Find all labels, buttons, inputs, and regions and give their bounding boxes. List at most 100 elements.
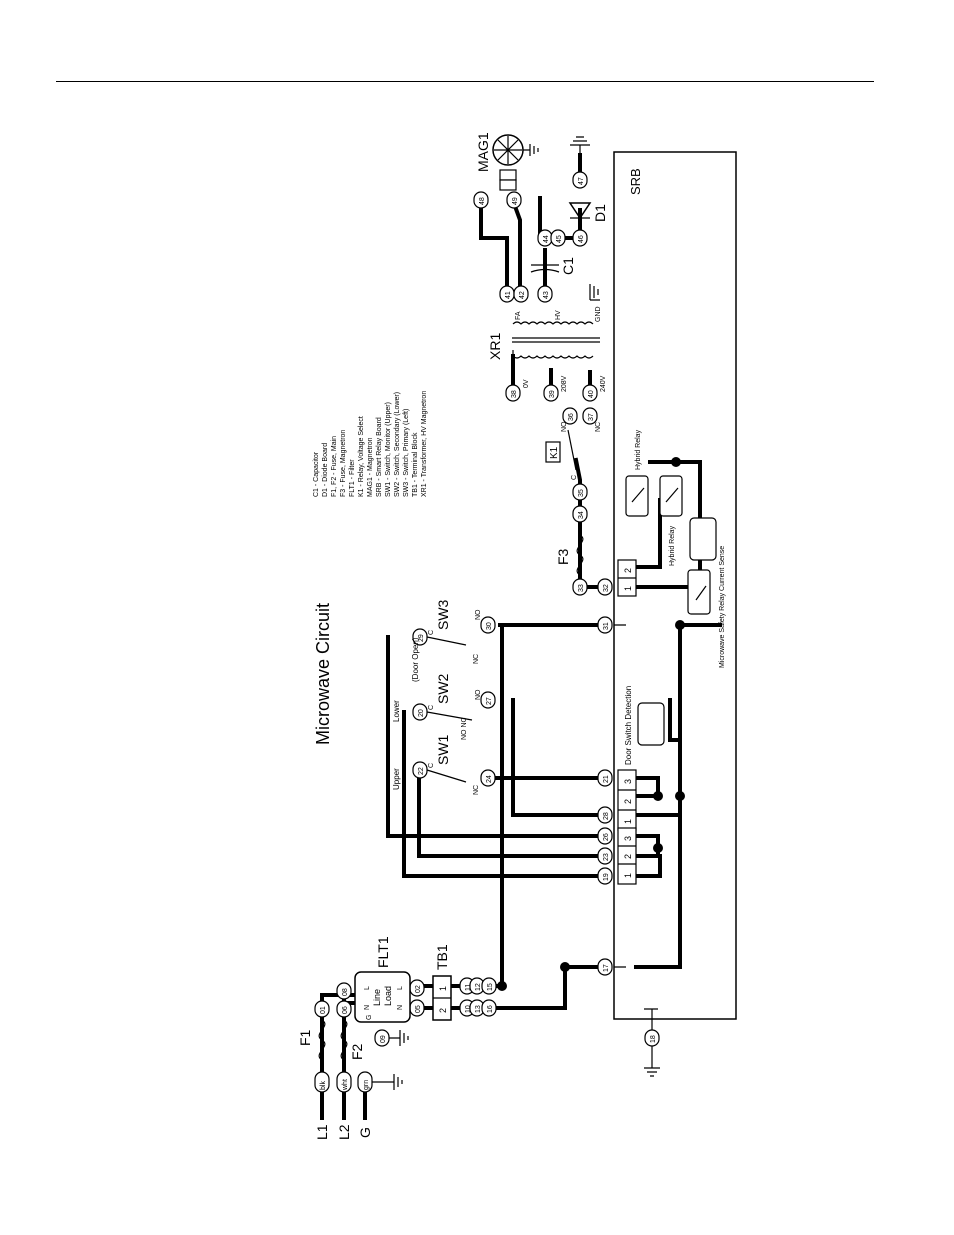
tb1-terminal: 2 bbox=[438, 1008, 448, 1013]
wire-tag: 06 bbox=[336, 1000, 352, 1018]
svg-text:blk: blk bbox=[320, 1081, 327, 1090]
wire-tag: grn bbox=[357, 1071, 373, 1093]
sw2-no-nc: NO NC bbox=[461, 717, 468, 740]
ground-icon bbox=[589, 284, 600, 301]
wire-tag: wht bbox=[336, 1071, 352, 1093]
switch-sw1 bbox=[426, 769, 467, 783]
wire-tag: 15 bbox=[481, 977, 497, 995]
magnetron-mag1 bbox=[492, 134, 524, 191]
wire-tag: 21 bbox=[597, 769, 613, 787]
tb1-terminal: 1 bbox=[438, 986, 448, 991]
svg-text:20: 20 bbox=[418, 709, 425, 717]
sw1-c: C bbox=[428, 763, 435, 768]
svg-text:37: 37 bbox=[588, 413, 595, 421]
wire-tag: 32 bbox=[597, 578, 613, 596]
svg-text:15: 15 bbox=[487, 983, 494, 991]
wire-tag: 18 bbox=[644, 1029, 660, 1047]
svg-text:27: 27 bbox=[486, 697, 493, 705]
svg-text:23: 23 bbox=[603, 853, 610, 861]
svg-text:34: 34 bbox=[578, 511, 585, 519]
tb1-label: TB1 bbox=[434, 944, 450, 970]
svg-text:35: 35 bbox=[578, 489, 585, 497]
fuse-f3-label: F3 bbox=[555, 548, 571, 565]
svg-text:2: 2 bbox=[623, 568, 633, 573]
wire-tag: 33 bbox=[572, 578, 588, 596]
flt1-n-in: N bbox=[364, 1005, 371, 1010]
svg-text:1: 1 bbox=[623, 873, 633, 878]
door-switch-detection-module bbox=[637, 702, 665, 746]
diode-d1 bbox=[568, 202, 592, 220]
connector-block: 2 1 bbox=[617, 559, 637, 597]
flt1-l-out: L bbox=[397, 986, 404, 990]
srb-label: SRB bbox=[628, 168, 643, 195]
c1-label: C1 bbox=[560, 257, 576, 275]
svg-text:49: 49 bbox=[512, 197, 519, 205]
fuse-f1 bbox=[318, 1019, 326, 1061]
wire-tag: 30 bbox=[480, 616, 496, 634]
svg-text:31: 31 bbox=[603, 622, 610, 630]
page-top-rule bbox=[56, 81, 874, 82]
svg-text:30: 30 bbox=[486, 622, 493, 630]
svg-text:05: 05 bbox=[415, 1005, 422, 1013]
xr1-208v: 208V bbox=[561, 375, 568, 392]
legend-line: TB1 - Terminal Block bbox=[412, 432, 419, 497]
svg-text:22: 22 bbox=[418, 767, 425, 775]
xr1-hv: HV bbox=[555, 310, 562, 320]
ground-icon bbox=[570, 136, 590, 155]
sw2-label: SW2 bbox=[435, 673, 451, 704]
junctions bbox=[497, 457, 685, 991]
legend-line: FLT1 - Filter bbox=[349, 459, 356, 497]
svg-text:33: 33 bbox=[578, 584, 585, 592]
svg-text:32: 32 bbox=[603, 584, 610, 592]
sw1-label: SW1 bbox=[435, 734, 451, 765]
svg-text:36: 36 bbox=[568, 413, 575, 421]
input-l2: L2 bbox=[336, 1124, 352, 1140]
sw2-door-open: (Door Open) bbox=[411, 637, 420, 682]
svg-text:42: 42 bbox=[519, 291, 526, 299]
capacitor-c1 bbox=[530, 264, 560, 273]
sw3-no: NO bbox=[475, 609, 482, 620]
svg-text:01: 01 bbox=[320, 1006, 327, 1014]
legend-line: C1 - Capacitor bbox=[313, 451, 320, 497]
transformer-xr1 bbox=[512, 321, 600, 359]
wire-tag: 48 bbox=[473, 191, 489, 209]
k1-nc: NC bbox=[595, 422, 602, 432]
switch-sw3 bbox=[426, 636, 467, 646]
wire-tag: 23 bbox=[597, 847, 613, 865]
connector-block: 3 2 1 bbox=[617, 827, 637, 885]
svg-text:38: 38 bbox=[511, 390, 518, 398]
board-tick bbox=[614, 624, 658, 1030]
lower-label: Lower bbox=[392, 700, 401, 722]
svg-text:40: 40 bbox=[588, 390, 595, 398]
wire-tag: 46 bbox=[572, 229, 588, 247]
sw1-nc: NC bbox=[473, 785, 480, 795]
input-l1: L1 bbox=[314, 1124, 330, 1140]
wire-tag: 09 bbox=[374, 1029, 390, 1047]
k1-c: C bbox=[571, 475, 578, 480]
svg-text:21: 21 bbox=[603, 775, 610, 783]
legend-line: MAG1 - Magnetron bbox=[367, 437, 374, 497]
svg-text:46: 46 bbox=[578, 235, 585, 243]
flt1-l-in: L bbox=[364, 986, 371, 990]
wire-tag: blk bbox=[314, 1071, 330, 1093]
svg-text:1: 1 bbox=[623, 586, 633, 591]
wire-tag: 44 bbox=[537, 229, 553, 247]
wire-tag: 22 bbox=[412, 761, 428, 779]
svg-text:29: 29 bbox=[418, 634, 425, 642]
safety-relay-label: Microwave Safety Relay Current Sense bbox=[719, 546, 726, 668]
svg-text:10: 10 bbox=[465, 1005, 472, 1013]
wire-tag: 26 bbox=[597, 827, 613, 845]
legend-line: K1 - Relay, Voltage Select bbox=[358, 416, 365, 497]
svg-text:48: 48 bbox=[479, 197, 486, 205]
wire-tag: 40 bbox=[582, 384, 598, 402]
fuse-f2-label: F2 bbox=[349, 1043, 365, 1060]
sw3-nc: NC bbox=[473, 654, 480, 664]
ground-icon bbox=[644, 1046, 660, 1077]
sw3-c: C bbox=[428, 630, 435, 635]
flt1-n-out: N bbox=[397, 1005, 404, 1010]
sw2-no: NO bbox=[475, 689, 482, 700]
hybrid-relay-label: Hybrid Relay bbox=[635, 429, 642, 470]
ground-icon bbox=[520, 144, 539, 156]
wire-tag: 36 bbox=[562, 407, 578, 425]
